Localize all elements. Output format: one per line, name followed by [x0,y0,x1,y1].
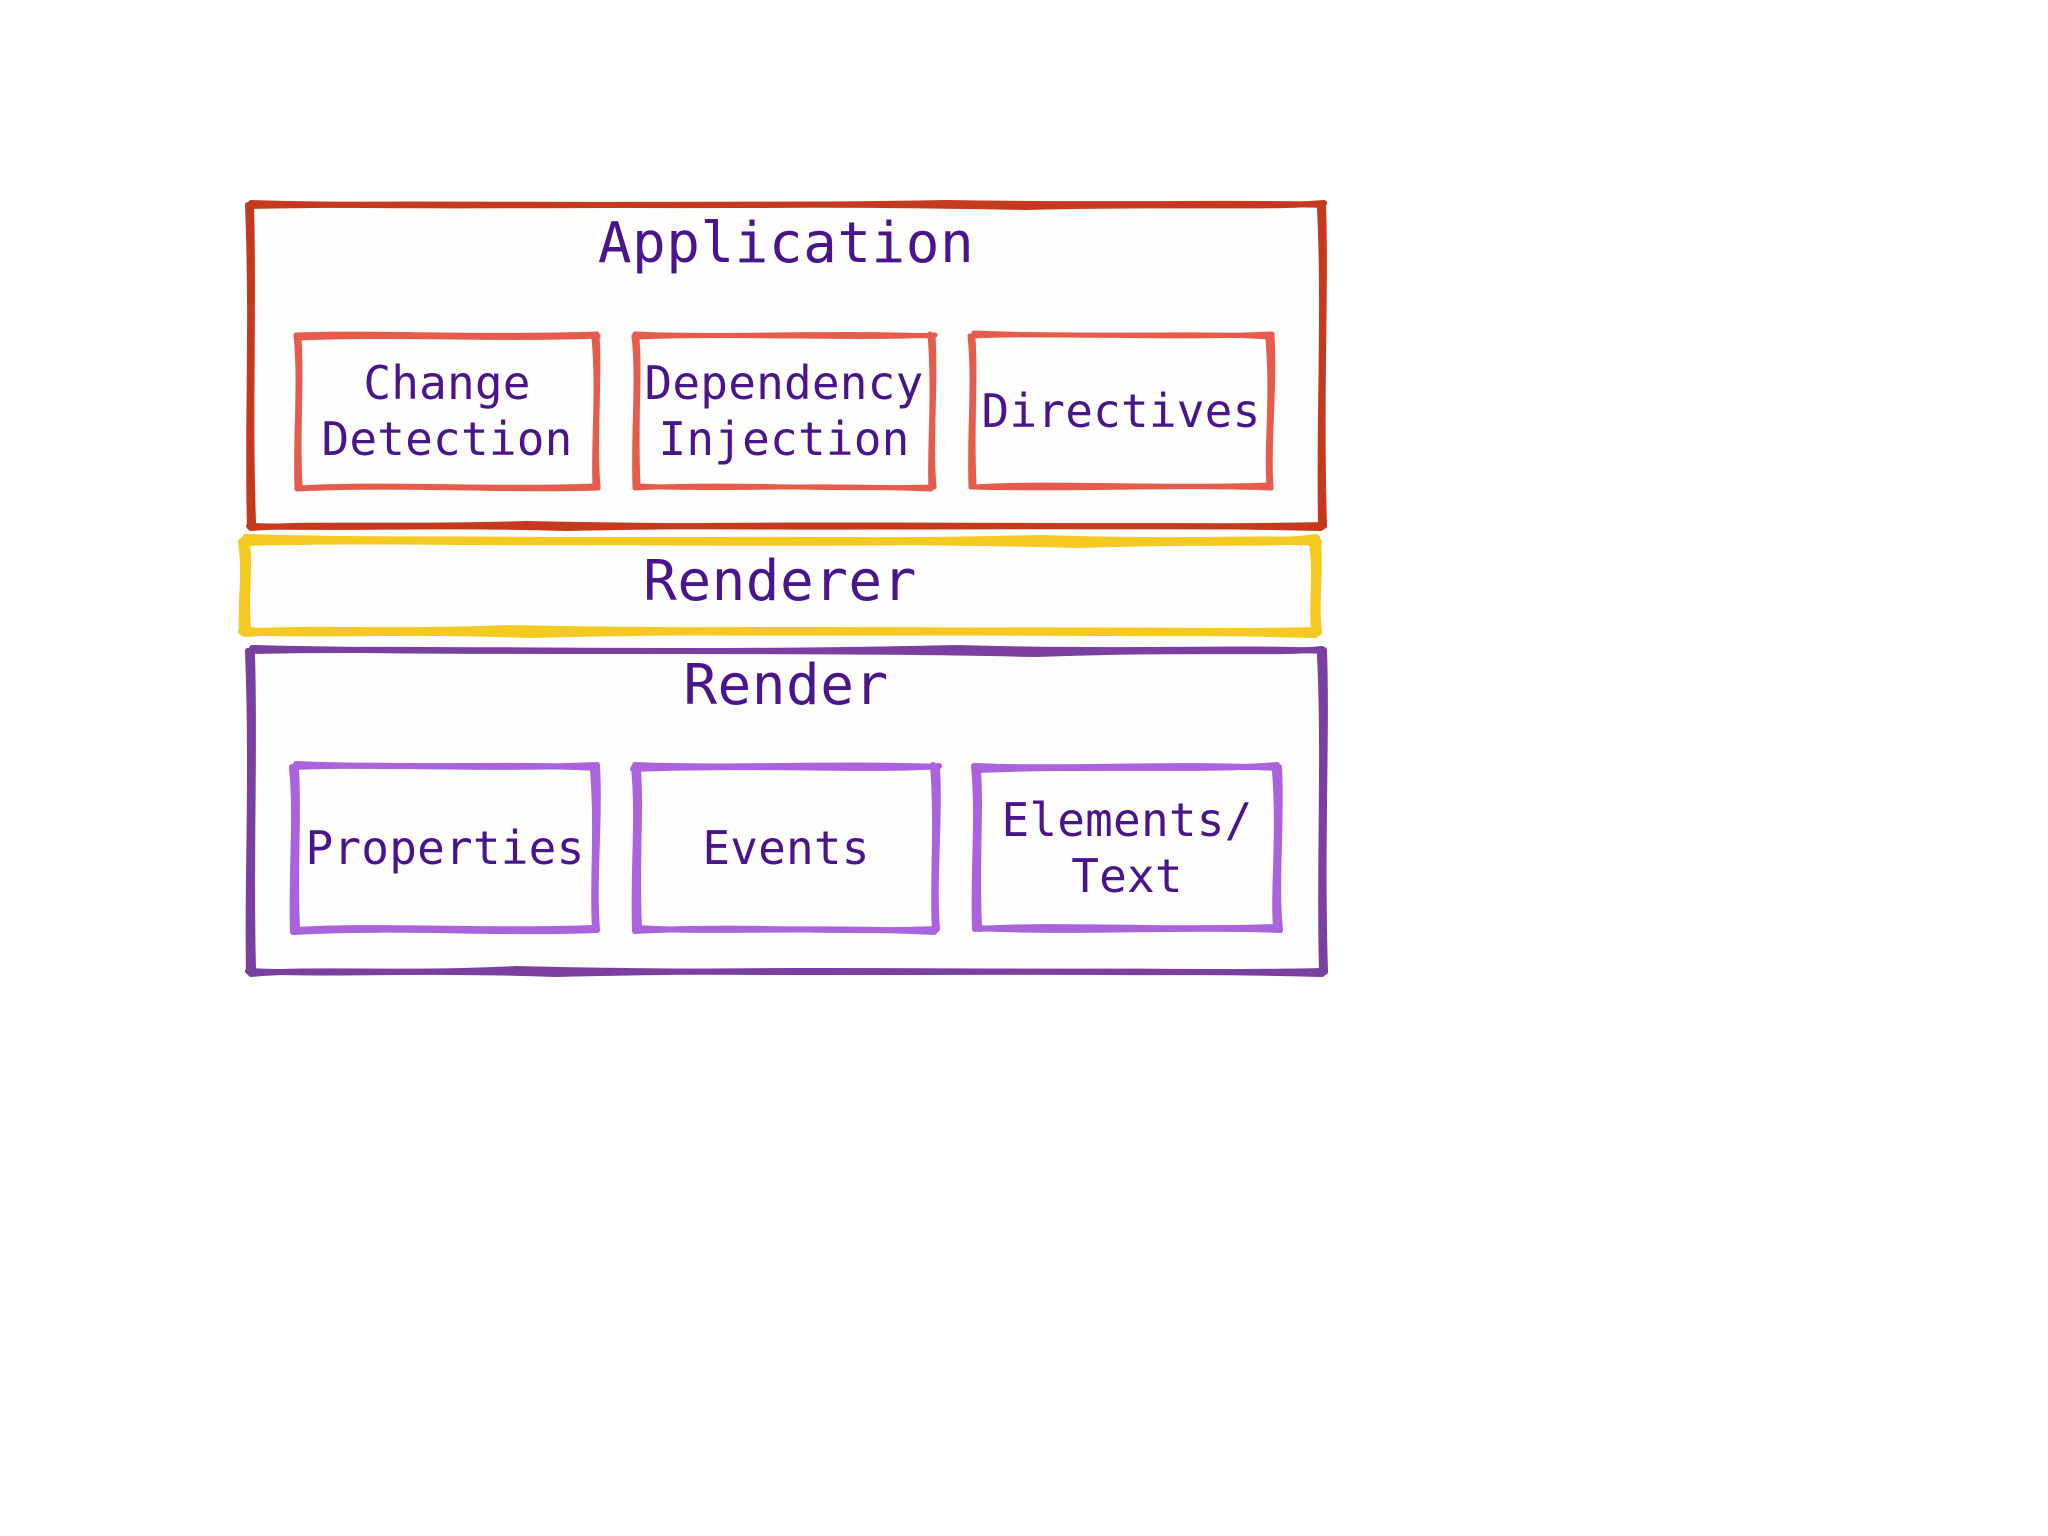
chip-change-detection[interactable]: Change Detection [293,331,601,492]
chip-label-dependency-injection: Dependency Injection [644,355,924,466]
render-content: Render [246,646,1326,976]
layer-title-render: Render [683,653,889,718]
application-content: Application [246,200,1326,530]
chip-properties[interactable]: Properties [289,761,601,935]
chip-label-elements-text: Elements/ Text [1001,792,1253,903]
layer-application: Application Change Detection [245,199,1327,532]
chip-events[interactable]: Events [630,762,942,935]
layer-render: Render Properties [245,644,1328,978]
chip-elements-text[interactable]: Elements/ Text [971,762,1283,934]
renderer-content: Renderer [240,536,1320,636]
layer-renderer: Renderer [238,534,1322,639]
chip-label-properties: Properties [305,820,585,875]
chip-directives[interactable]: Directives [967,330,1276,491]
chip-label-change-detection: Change Detection [321,355,573,466]
chip-label-directives: Directives [981,383,1261,438]
chip-label-events: Events [702,820,870,875]
layer-title-renderer: Renderer [643,549,917,614]
layer-title-application: Application [597,211,975,276]
chip-dependency-injection[interactable]: Dependency Injection [631,331,938,492]
